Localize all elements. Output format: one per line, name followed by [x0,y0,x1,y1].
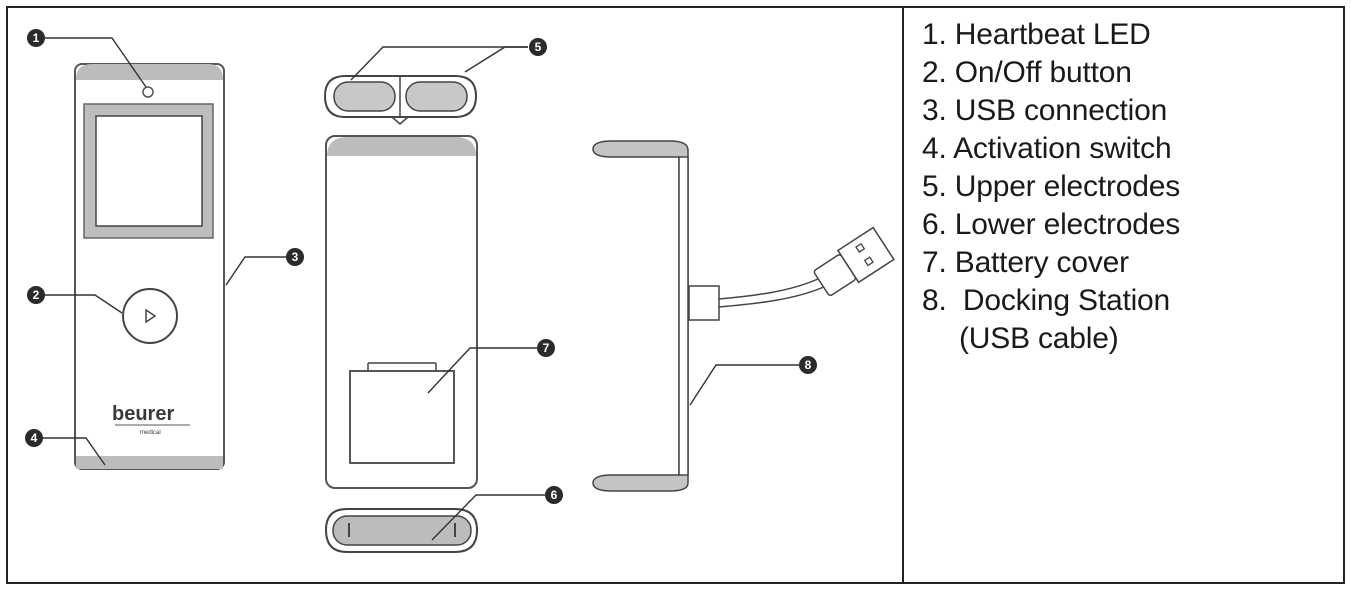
svg-text:2: 2 [33,288,40,302]
usb-port-housing [688,285,720,321]
callout-3: 3 [286,248,304,266]
svg-text:5: 5 [535,40,542,54]
svg-text:7: 7 [543,341,550,355]
legend-item-heartbeat-led: 1. Heartbeat LED [922,18,1151,51]
brand-logo: beurer [112,403,174,425]
usb-plug [813,226,895,296]
device-back-view [325,135,478,489]
svg-text:3: 3 [292,250,299,264]
docking-station [592,140,895,492]
brand-subtext: medical [140,430,161,436]
heartbeat-led [142,86,154,98]
outer-border [6,6,1345,584]
svg-text:4: 4 [31,431,38,445]
callout-5: 5 [529,38,547,56]
legend-item-activation-switch: 4. Activation switch [922,132,1172,165]
parts-legend: 1. Heartbeat LED 2. On/Off button 3. USB… [922,18,1332,360]
callout-6: 6 [545,486,563,504]
callout-4: 4 [25,429,43,447]
svg-text:6: 6 [551,488,558,502]
display-screen [95,115,203,227]
callout-8: 8 [799,356,817,374]
legend-item-on-off-button: 2. On/Off button [922,56,1132,89]
play-icon [145,308,157,324]
lower-electrodes [324,508,479,553]
svg-text:8: 8 [805,358,812,372]
upper-electrodes [323,75,478,125]
legend-item-docking-station: 8. Docking Station [922,284,1171,317]
device-front-view [74,63,225,470]
usb-cable [718,277,821,300]
legend-item-upper-electrodes: 5. Upper electrodes [922,170,1181,203]
legend-item-battery-cover: 7. Battery cover [922,246,1129,279]
leader-lines [40,37,799,541]
legend-item-lower-electrodes: 6. Lower electrodes [922,208,1181,241]
legend-item-usb-connection: 3. USB connection [922,94,1168,127]
callout-1: 1 [27,29,45,47]
legend-item-docking-station-note: (USB cable) [959,322,1119,355]
on-off-button [122,288,178,344]
svg-text:1: 1 [33,31,40,45]
battery-cover [349,370,455,464]
callout-7: 7 [537,339,555,357]
callout-2: 2 [27,286,45,304]
